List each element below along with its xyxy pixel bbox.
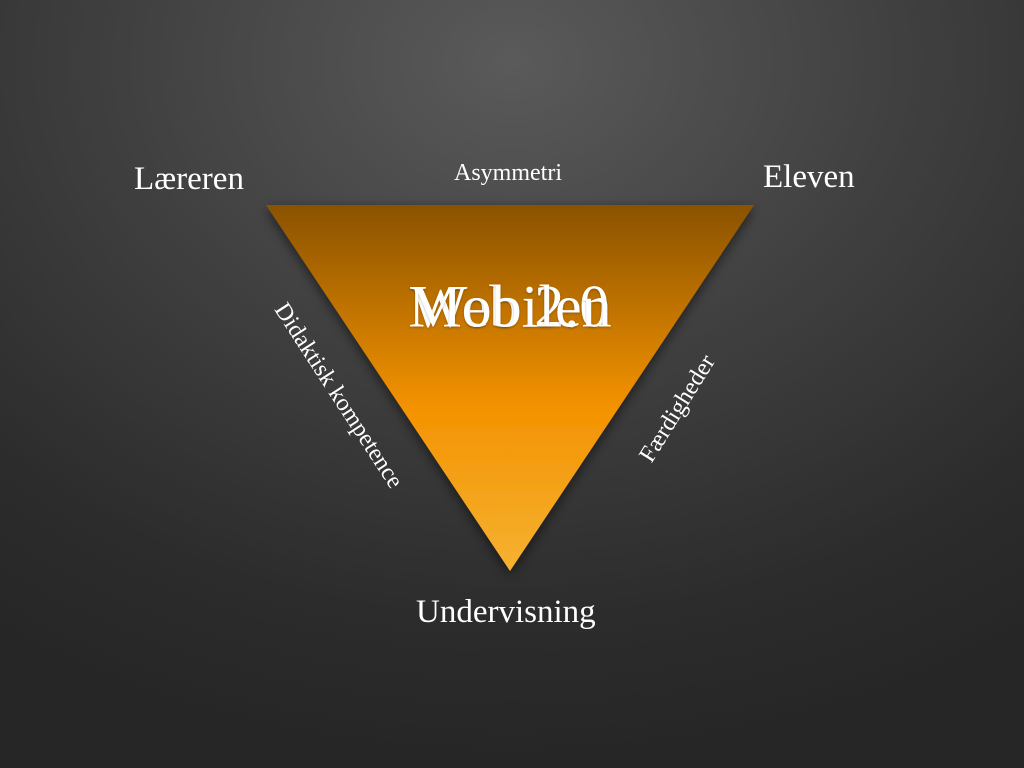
- center-text-mobilen: Mobilen: [408, 273, 612, 340]
- center-text-web20: Web 2.0: [410, 273, 610, 340]
- vertex-label-student: Eleven: [763, 159, 855, 195]
- vertex-label-teaching: Undervisning: [416, 594, 596, 630]
- vertex-label-teacher: Læreren: [134, 161, 244, 197]
- triangle-shape: [266, 205, 754, 571]
- edge-label-asymmetry: Asymmetri: [454, 160, 562, 186]
